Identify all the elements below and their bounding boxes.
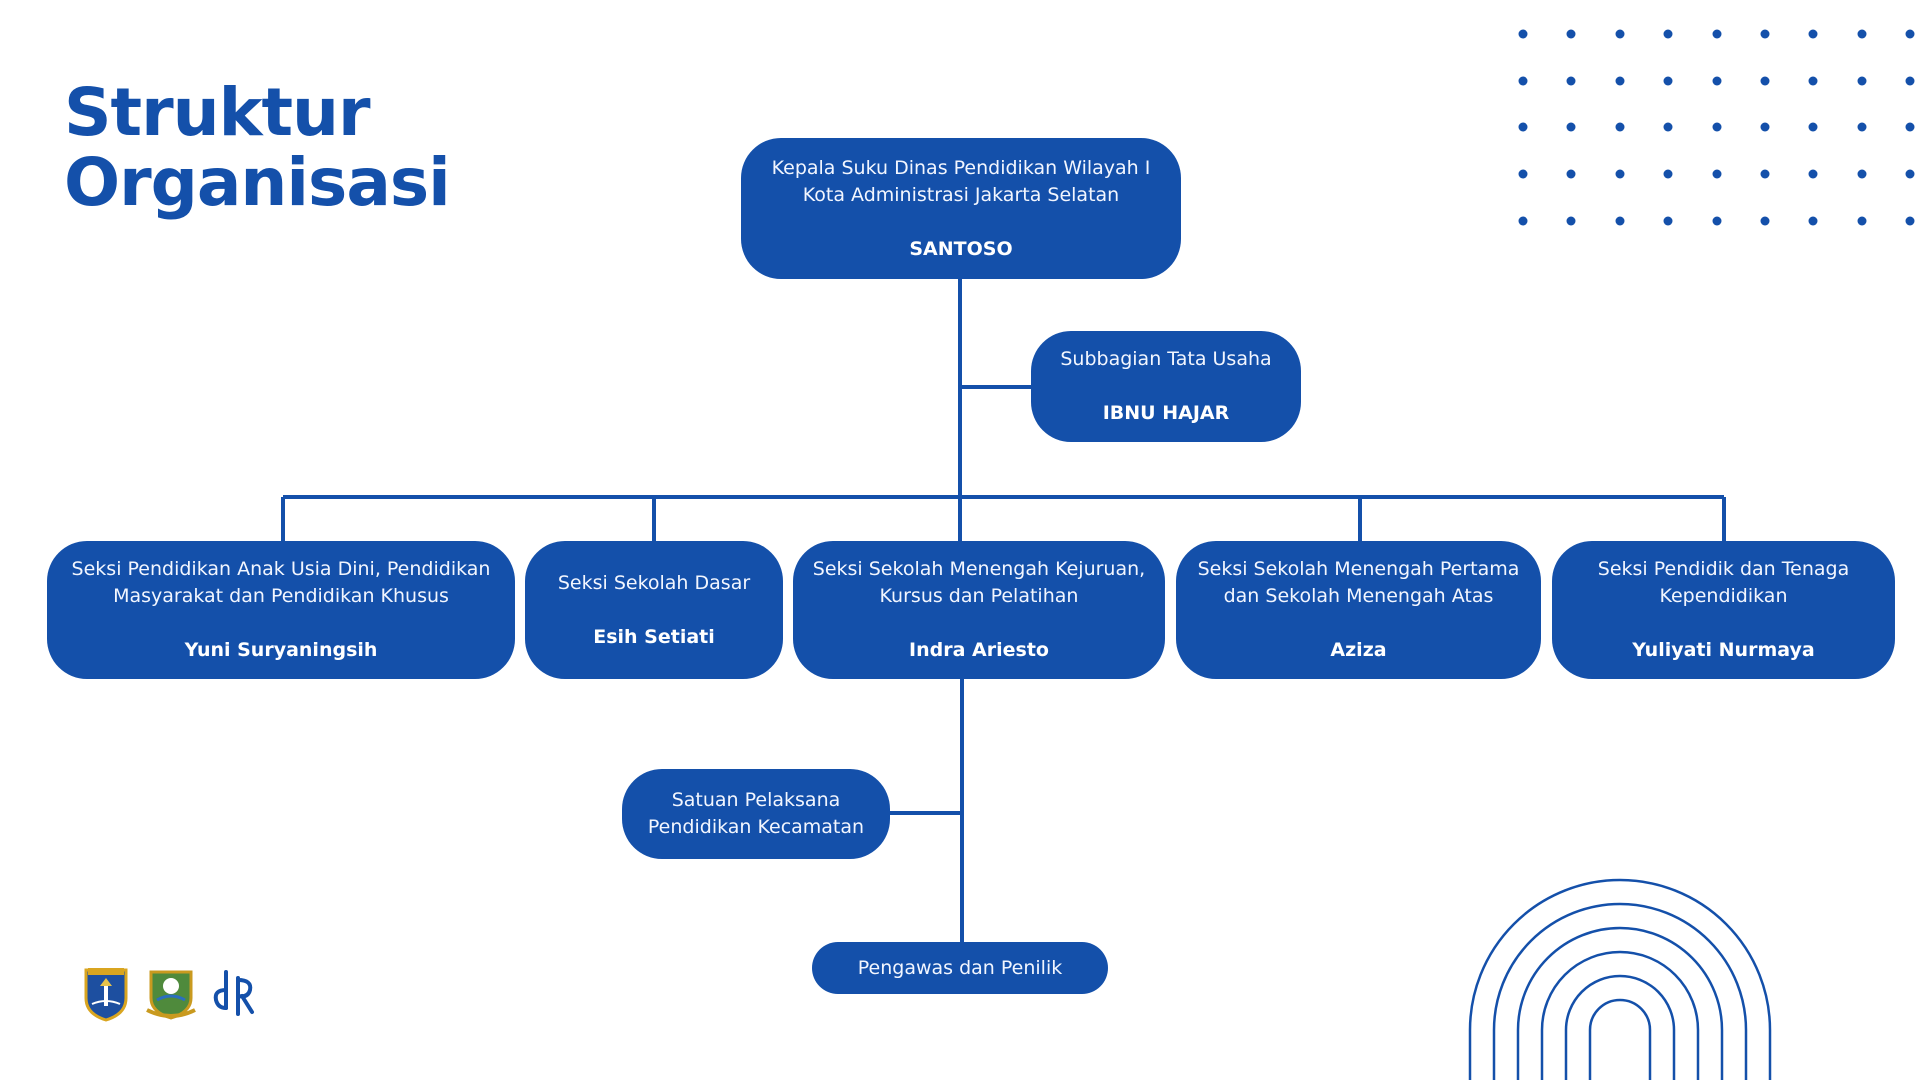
node-head: Kepala Suku Dinas Pendidikan Wilayah I K… [741, 138, 1181, 279]
node-unit-label: Seksi Pendidik dan Tenaga Kependidikan [1597, 558, 1850, 607]
node-satpel: Satuan Pelaksana Pendidikan Kecamatan [622, 769, 890, 859]
node-smp-sma: Seksi Sekolah Menengah Pertama dan Sekol… [1176, 541, 1541, 679]
node-person-name: Indra Ariesto [909, 639, 1049, 661]
title-line-1: Struktur [64, 74, 371, 151]
node-admin: Subbagian Tata Usaha IBNU HAJAR [1031, 331, 1301, 442]
title-line-2: Organisasi [64, 144, 451, 221]
page-title: Struktur Organisasi [64, 74, 451, 221]
node-pengawas: Pengawas dan Penilik [812, 942, 1108, 994]
node-person-name: Aziza [1330, 639, 1387, 661]
node-person-name: Esih Setiati [593, 625, 715, 648]
node-unit-label: Pengawas dan Penilik [857, 956, 1063, 979]
node-smk: Seksi Sekolah Menengah Kejuruan, Kursus … [793, 541, 1165, 679]
node-sd: Seksi Sekolah Dasar Esih Setiati [525, 541, 783, 679]
node-unit-label: Kepala Suku Dinas Pendidikan Wilayah I K… [771, 156, 1151, 206]
education-agency-logo-icon [213, 970, 254, 1016]
node-ptk: Seksi Pendidik dan Tenaga Kependidikan Y… [1552, 541, 1895, 679]
node-unit-label: Seksi Pendidikan Anak Usia Dini, Pendidi… [71, 558, 491, 607]
node-unit-label: Subbagian Tata Usaha [1060, 348, 1272, 370]
south-jakarta-emblem-icon [146, 970, 196, 1020]
node-paud: Seksi Pendidikan Anak Usia Dini, Pendidi… [47, 541, 515, 679]
node-person-name: Yuliyati Nurmaya [1632, 639, 1815, 661]
jakarta-coat-of-arms-icon [84, 968, 128, 1022]
node-unit-label: Satuan Pelaksana Pendidikan Kecamatan [647, 789, 865, 838]
node-unit-label: Seksi Sekolah Dasar [557, 571, 751, 594]
node-unit-label: Seksi Sekolah Menengah Pertama dan Sekol… [1197, 558, 1520, 607]
node-person-name: IBNU HAJAR [1102, 402, 1230, 424]
node-person-name: SANTOSO [909, 237, 1013, 260]
node-unit-label: Seksi Sekolah Menengah Kejuruan, Kursus … [812, 558, 1146, 607]
node-person-name: Yuni Suryaningsih [184, 639, 378, 661]
arch-decoration [1468, 878, 1772, 1080]
